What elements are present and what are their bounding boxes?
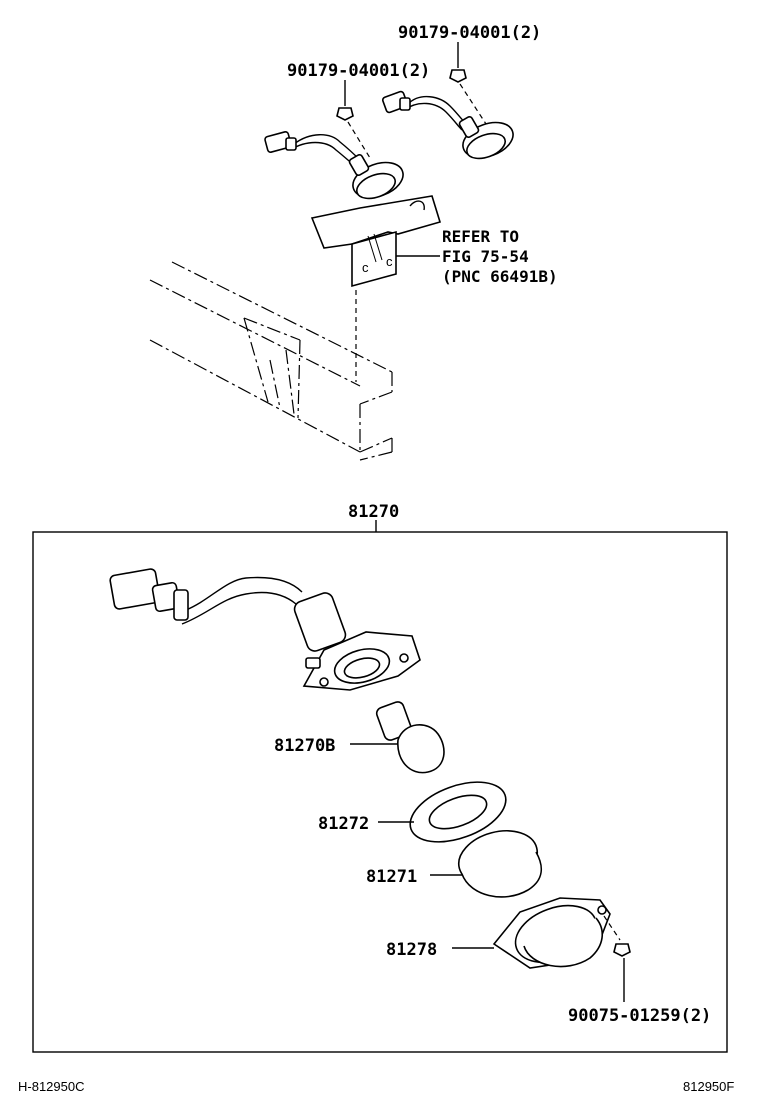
cover bbox=[492, 897, 611, 969]
bolt-top-right bbox=[449, 42, 487, 125]
bulb bbox=[375, 701, 445, 774]
refer-line-3: (PNC 66491B) bbox=[442, 267, 558, 286]
footer-left-code: H-812950C bbox=[18, 1079, 85, 1094]
gasket-label: 81272 bbox=[318, 814, 369, 834]
footer-right-code: 812950F bbox=[683, 1079, 734, 1094]
gasket bbox=[409, 781, 507, 843]
assembly-label: 81270 bbox=[348, 502, 399, 522]
bracket: c c bbox=[310, 195, 442, 288]
assembly-box bbox=[32, 531, 728, 1053]
bolt-top-left bbox=[336, 80, 371, 159]
cover-label: 81278 bbox=[386, 940, 437, 960]
svg-text:c: c bbox=[362, 260, 369, 275]
lamp-upper-right bbox=[381, 90, 514, 160]
lens bbox=[457, 830, 543, 898]
screw bbox=[603, 915, 631, 1002]
lamp-upper-left bbox=[264, 131, 404, 200]
bulb-label: 81270B bbox=[274, 736, 335, 756]
bolt-top-right-label: 90179-04001(2) bbox=[398, 23, 541, 43]
lens-label: 81271 bbox=[366, 867, 417, 887]
svg-text:c: c bbox=[386, 254, 393, 269]
screw-label: 90075-01259(2) bbox=[568, 1006, 711, 1026]
frame-beam bbox=[149, 261, 393, 461]
refer-line-2: FIG 75-54 bbox=[442, 247, 529, 266]
lamp-socket bbox=[109, 568, 421, 691]
bolt-top-left-label: 90179-04001(2) bbox=[287, 61, 430, 81]
refer-line-1: REFER TO bbox=[442, 227, 519, 246]
